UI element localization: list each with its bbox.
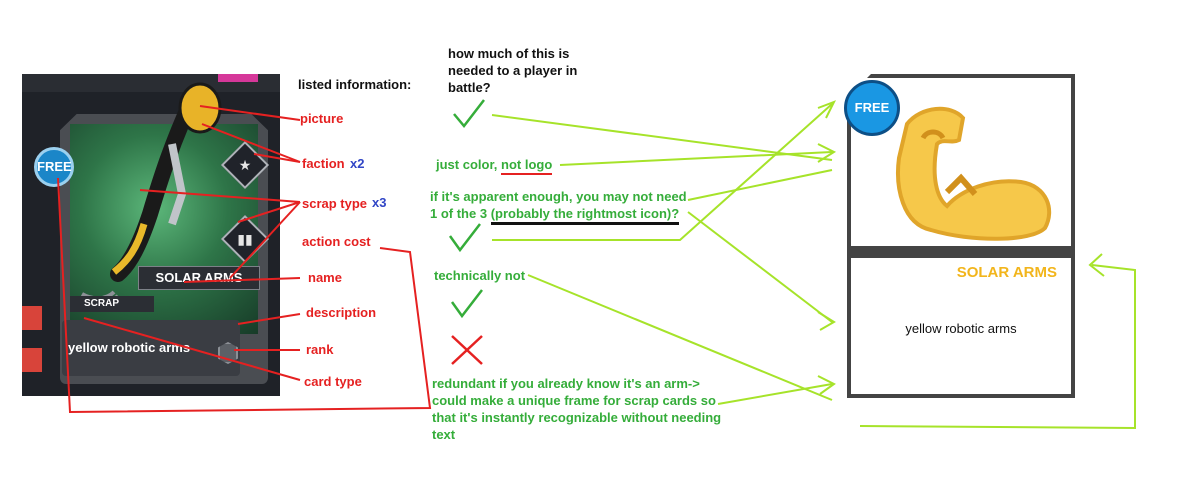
label-faction-count: x2 [350,156,365,171]
note-faction-text: just color, [436,157,502,172]
cross-rank [451,335,483,365]
label-rank: rank [306,342,334,357]
arrow-picture [491,114,833,161]
line-picture [199,105,301,121]
line-scrap-1 [139,189,301,203]
note-name: technically not [434,268,526,283]
note-scrap-type-text: 1 of the 3 [430,206,491,221]
note-scrap-type-underlined: (probably the rightmost icon)? [490,206,680,225]
listed-information-heading: listed information: [298,77,412,92]
side-robot-icon [22,306,42,330]
note-scrap-type-line1: if it's apparent enough, you may not nee… [430,189,687,204]
question-text: how much of this is needed to a player i… [448,46,578,95]
note-faction: just color, not logo [436,156,553,175]
free-badge: FREE [34,147,74,187]
check-description [450,289,483,319]
line-name [183,277,301,283]
mockup-divider [851,246,1071,258]
arrow-scrap-a [687,169,833,201]
arrow-scrap-b [687,211,833,323]
label-faction: faction [302,156,345,171]
card-top-accent [218,74,258,82]
label-card-type: card type [304,374,362,389]
mockup-card-description: yellow robotic arms [905,321,1017,336]
line-action-cost [57,177,432,414]
label-scrap-type: scrap type [302,196,368,211]
line-description [237,313,301,325]
check-scrap-type [448,223,481,253]
check-picture [453,99,485,128]
label-action-cost: action cost [302,234,371,249]
mockup-free-badge: FREE [844,80,900,136]
line-scrap-3 [229,201,301,279]
label-picture: picture [300,111,344,126]
arrow-name [527,274,833,401]
label-name: name [308,270,342,285]
side-arms-icon [22,348,42,372]
line-faction-1 [201,123,301,163]
arrow-faction [559,151,833,166]
arrow-card-type [717,383,833,405]
label-scrap-type-count: x3 [372,195,387,210]
flexed-biceps-icon [896,106,1051,241]
line-card-type [83,317,301,381]
note-faction-underlined: not logo [501,157,553,175]
mockup-card-name: SOLAR ARMS [956,264,1057,281]
arrow-scrap-c [492,103,833,241]
label-description: description [306,305,377,320]
card-top-bar [22,74,280,92]
line-scrap-2 [237,201,301,223]
card-type-label: SCRAP [70,296,154,312]
note-card-type: redundant if you already know it's an ar… [432,376,722,442]
card-description: yellow robotic arms [62,320,240,376]
line-faction-2 [253,153,301,163]
note-scrap-type-line2: 1 of the 3 (probably the rightmost icon)… [430,205,680,225]
arrow-description [859,264,1136,430]
